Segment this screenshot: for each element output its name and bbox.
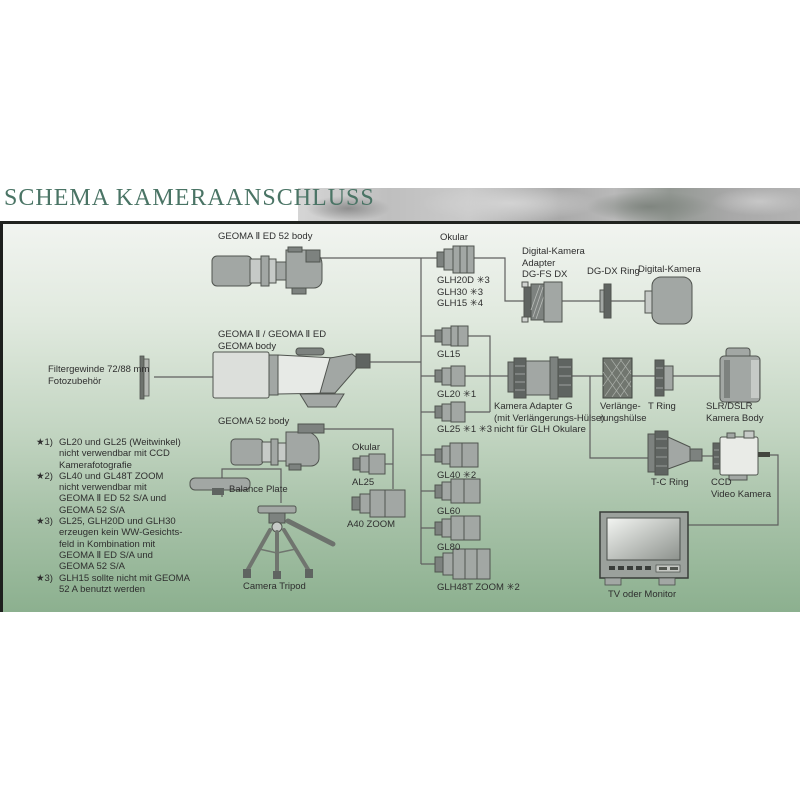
slr-dslr-body-icon (719, 347, 761, 403)
okular-glh-title: Okular (440, 232, 468, 243)
eyepiece-gl60-icon (434, 478, 481, 504)
okular-glh-items: GLH20D ✳3 GLH30 ✳3 GLH15 ✳4 (437, 275, 490, 309)
ccd-label: CCD Video Kamera (711, 477, 772, 500)
kamera-adapter-g-icon (507, 356, 573, 400)
dg-dx-ring-icon (599, 283, 612, 319)
footnote-2-text: GL40 und GL48T ZOOM nicht verwendbar mit… (59, 470, 167, 516)
balance-plate-icon (189, 477, 251, 495)
slr-label: SLR/DSLR Kamera Body (706, 401, 764, 424)
eyepiece-gl25-icon (434, 401, 466, 423)
eyepiece-a40-zoom-icon (351, 489, 406, 518)
dg-adapter-label: Digital-Kamera Adapter DG-FS DX (522, 246, 585, 280)
verlaengerungshuelse-icon (602, 357, 633, 399)
kamera-adapter-g-label: Kamera Adapter G (mit Verlängerungs-Hüls… (494, 401, 605, 435)
digital-kamera-label: Digital-Kamera (638, 264, 701, 275)
t-ring-icon (654, 359, 674, 397)
footnote-2-marker: ★2) (36, 470, 53, 482)
eyepiece-label-glh48t: GLH48T ZOOM ✳2 (437, 582, 520, 593)
footnote-1: ★1) GL20 und GL25 (Weitwinkel) nicht ver… (36, 437, 218, 471)
scope1-label: GEOMA Ⅱ ED 52 body (218, 231, 313, 242)
page-title: SCHEMA KAMERAANSCHLUSS (4, 185, 375, 211)
footnote-3: ★3) GL25, GLH20D und GLH30 erzeugen kein… (36, 516, 218, 572)
left-border (0, 224, 3, 612)
header-divider (0, 221, 800, 224)
footnote-4: ★3) GLH15 sollte nicht mit GEOMA 52 A be… (36, 573, 218, 596)
eyepiece-label-gl80: GL80 (437, 542, 461, 553)
okular-glh-icon (436, 245, 475, 274)
eyepiece-label-gl20: GL20 ✳1 (437, 389, 477, 400)
eyepiece-label-gl60: GL60 (437, 506, 461, 517)
al25-label: AL25 (352, 477, 375, 488)
footnote-3-text: GL25, GLH20D und GLH30 erzeugen kein WW-… (59, 516, 183, 573)
eyepiece-gl15-icon (434, 325, 469, 347)
tv-monitor-icon (599, 511, 689, 586)
dg-fs-dx-adapter-icon (521, 281, 563, 323)
t-ring-label: T Ring (648, 401, 676, 412)
camera-tripod-icon (243, 505, 336, 579)
eyepiece-gl20-icon (434, 365, 466, 387)
ccd-video-kamera-icon (712, 430, 770, 481)
t-c-ring-icon (647, 430, 703, 476)
scope2-label: GEOMA Ⅱ / GEOMA Ⅱ ED GEOMA body (218, 329, 327, 352)
footnote-4-marker: ★3) (36, 572, 53, 584)
header-photo-strip (298, 188, 800, 222)
filter-label: Filtergewinde 72/88 mm Fotozubehör (48, 364, 150, 387)
eyepiece-label-gl25: GL25 ✳1 ✳3 (437, 424, 493, 435)
eyepiece-gl80-icon (434, 515, 481, 541)
camera-tripod-label: Camera Tripod (243, 581, 306, 592)
a40-zoom-label: A40 ZOOM (347, 519, 396, 530)
footnote-1-text: GL20 und GL25 (Weitwinkel) nicht verwend… (59, 437, 181, 471)
eyepiece-label-gl40: GL40 ✳2 (437, 470, 477, 481)
footnote-2: ★2) GL40 und GL48T ZOOM nicht verwendbar… (36, 471, 218, 516)
eyepiece-label-gl15: GL15 (437, 349, 461, 360)
footnote-3-marker: ★3) (36, 516, 53, 528)
digital-kamera-icon (644, 276, 693, 325)
balance-plate-label: Balance Plate (229, 484, 288, 495)
tc-ring-label: T-C Ring (651, 477, 689, 488)
footnote-4-text: GLH15 sollte nicht mit GEOMA 52 A benutz… (59, 572, 190, 595)
footnote-1-marker: ★1) (36, 437, 53, 448)
scope2-geoma-ii-icon (212, 347, 371, 408)
scope3-geoma-52-icon (230, 423, 325, 471)
scope1-geoma-ii-ed-52-icon (211, 246, 323, 295)
eyepiece-al25-icon (352, 453, 386, 475)
huelse-label: Verlänge- rungshülse (600, 401, 647, 424)
okular-al-title: Okular (352, 442, 380, 453)
footnotes: ★1) GL20 und GL25 (Weitwinkel) nicht ver… (36, 437, 218, 595)
scope3-label: GEOMA 52 body (218, 416, 290, 427)
eyepiece-gl40-icon (434, 442, 479, 468)
eyepiece-glh48t-icon (434, 548, 491, 580)
dg-dx-ring-label: DG-DX Ring (587, 266, 640, 277)
filter-ring-icon (139, 355, 150, 400)
tv-label: TV oder Monitor (608, 589, 677, 600)
